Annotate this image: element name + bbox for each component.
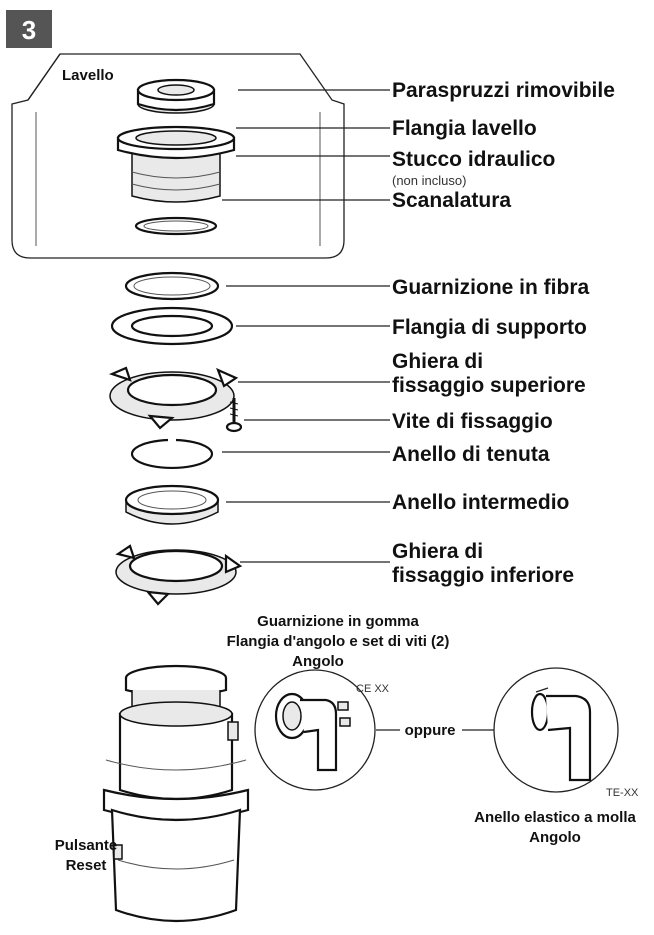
elbow-snap-ring-detail [493,667,619,793]
snap-ring-label-line1: Anello elastico a molla [474,809,636,826]
elbow-title-line2: Flangia d'angolo e set di viti (2) [227,633,450,650]
reset-button [113,844,123,860]
label-lower-ring-line2: fissaggio inferiore [392,564,574,587]
label-plumbers-putty: Stucco idraulico [392,148,555,171]
elbow-code-right: TE-XX [606,787,639,799]
lower-mounting-ring-part [115,544,243,606]
label-seal-ring: Anello di tenuta [392,443,550,466]
label-putty-note: (non incluso) [392,173,466,188]
disposer-unit [102,664,250,923]
label-upper-ring-line2: fissaggio superiore [392,374,586,397]
seal-ring-part [130,438,214,470]
splash-guard-part [136,78,216,114]
label-groove: Scanalatura [392,189,511,212]
sink-flange-part [116,125,236,203]
label-back-flange: Flangia di supporto [392,316,587,339]
reset-label-line1: Pulsante [55,837,118,854]
step-badge [6,10,52,48]
elbow-title-line3: Angolo [292,653,344,670]
reset-label-line2: Reset [66,857,107,874]
label-sink-flange: Flangia lavello [392,117,537,140]
label-lower-ring-line1: Ghiera di [392,540,483,563]
or-label: oppure [405,722,456,739]
elbow-code-left: CE XX [356,683,390,695]
leader-lines [222,89,390,563]
label-intermediate-ring: Anello intermedio [392,491,569,514]
snap-ring-label-line2: Angolo [529,829,581,846]
elbow-gasket-detail [254,669,376,791]
mounting-screw-part [225,398,243,433]
fiber-gasket-part [124,271,220,301]
step-number: 3 [22,15,36,45]
label-upper-ring-line1: Ghiera di [392,350,483,373]
label-splash-guard: Paraspruzzi rimovibile [392,79,615,102]
intermediate-ring-part [124,484,220,525]
elbow-title-line1: Guarnizione in gomma [257,613,419,630]
sink-label: Lavello [62,67,114,84]
label-mounting-screw: Vite di fissaggio [392,410,553,433]
putty-ring-part [134,216,218,236]
upper-mounting-ring-part [108,366,239,430]
label-fiber-gasket: Guarnizione in fibra [392,276,590,299]
sink-outline [11,53,345,259]
